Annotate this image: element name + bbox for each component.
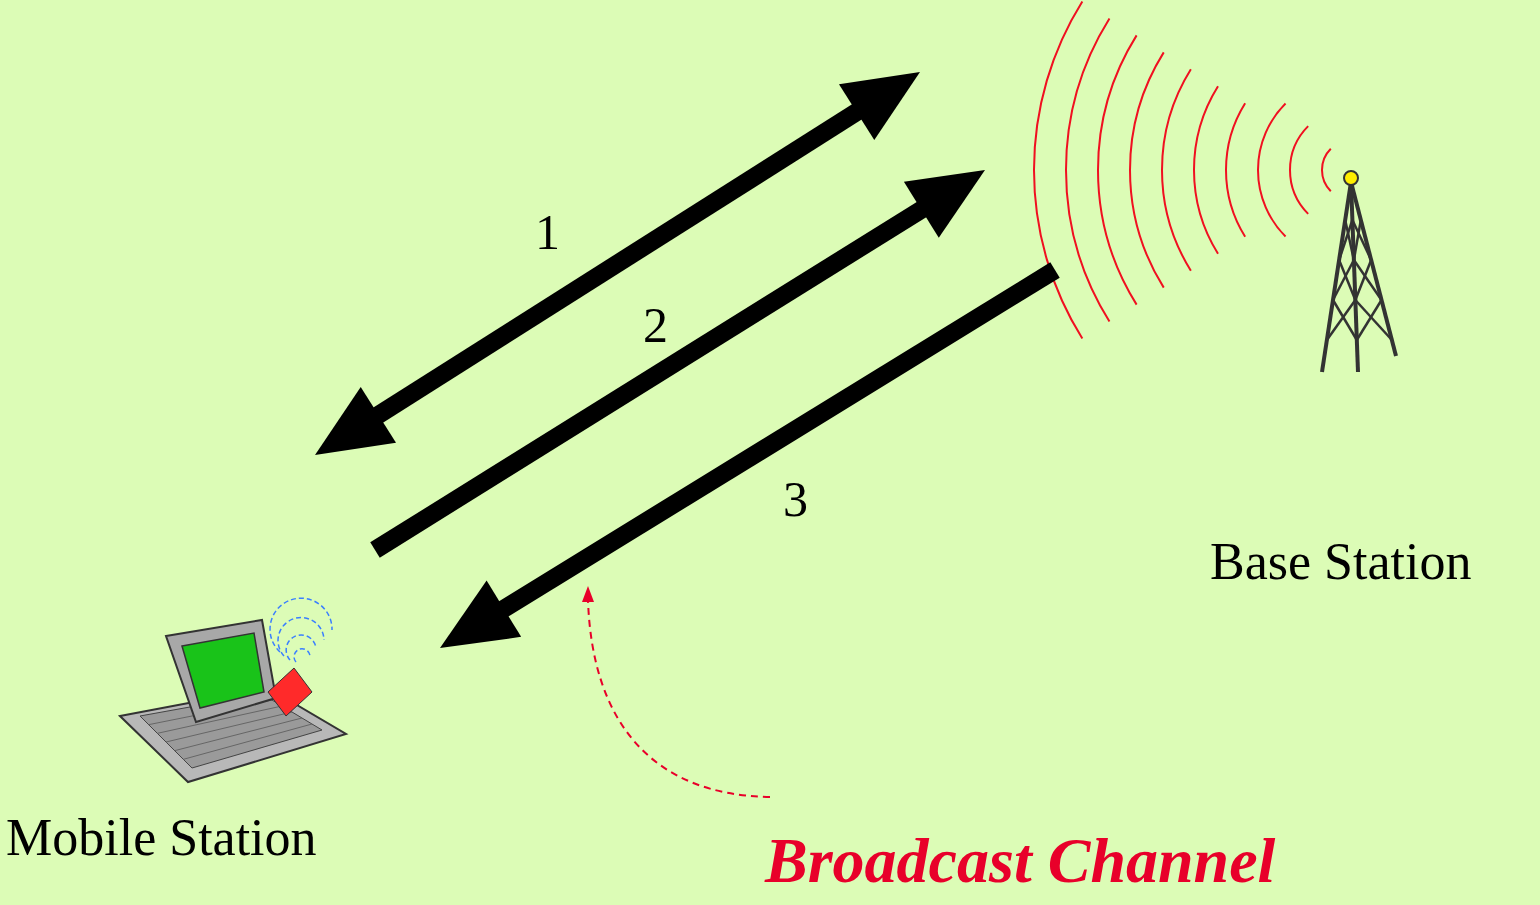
leader-line xyxy=(588,600,770,797)
laptop-illustration xyxy=(120,598,346,782)
channel-number: 1 xyxy=(532,205,563,260)
arrow-shaft xyxy=(375,208,925,550)
callout-label: Broadcast Channel xyxy=(765,826,1275,896)
radio-waves xyxy=(1034,1,1331,338)
arrow-head xyxy=(315,387,396,455)
station-label: Base Station xyxy=(1210,532,1471,592)
arrow-head xyxy=(904,170,985,238)
arrow-shaft xyxy=(375,110,860,417)
mobile-station: Mobile Station xyxy=(0,590,400,895)
leader-head xyxy=(582,586,594,602)
antenna-tower xyxy=(1322,182,1396,372)
base-station: Base Station xyxy=(1040,0,1540,612)
antenna-tip xyxy=(1344,171,1358,185)
arrow-head xyxy=(839,72,920,140)
channel-number: 3 xyxy=(780,472,811,527)
arrow-shaft xyxy=(500,270,1055,611)
station-label: Mobile Station xyxy=(6,808,317,868)
channel-arrow xyxy=(440,270,1055,648)
arrow-head xyxy=(440,581,521,648)
channel-number: 2 xyxy=(640,298,671,353)
